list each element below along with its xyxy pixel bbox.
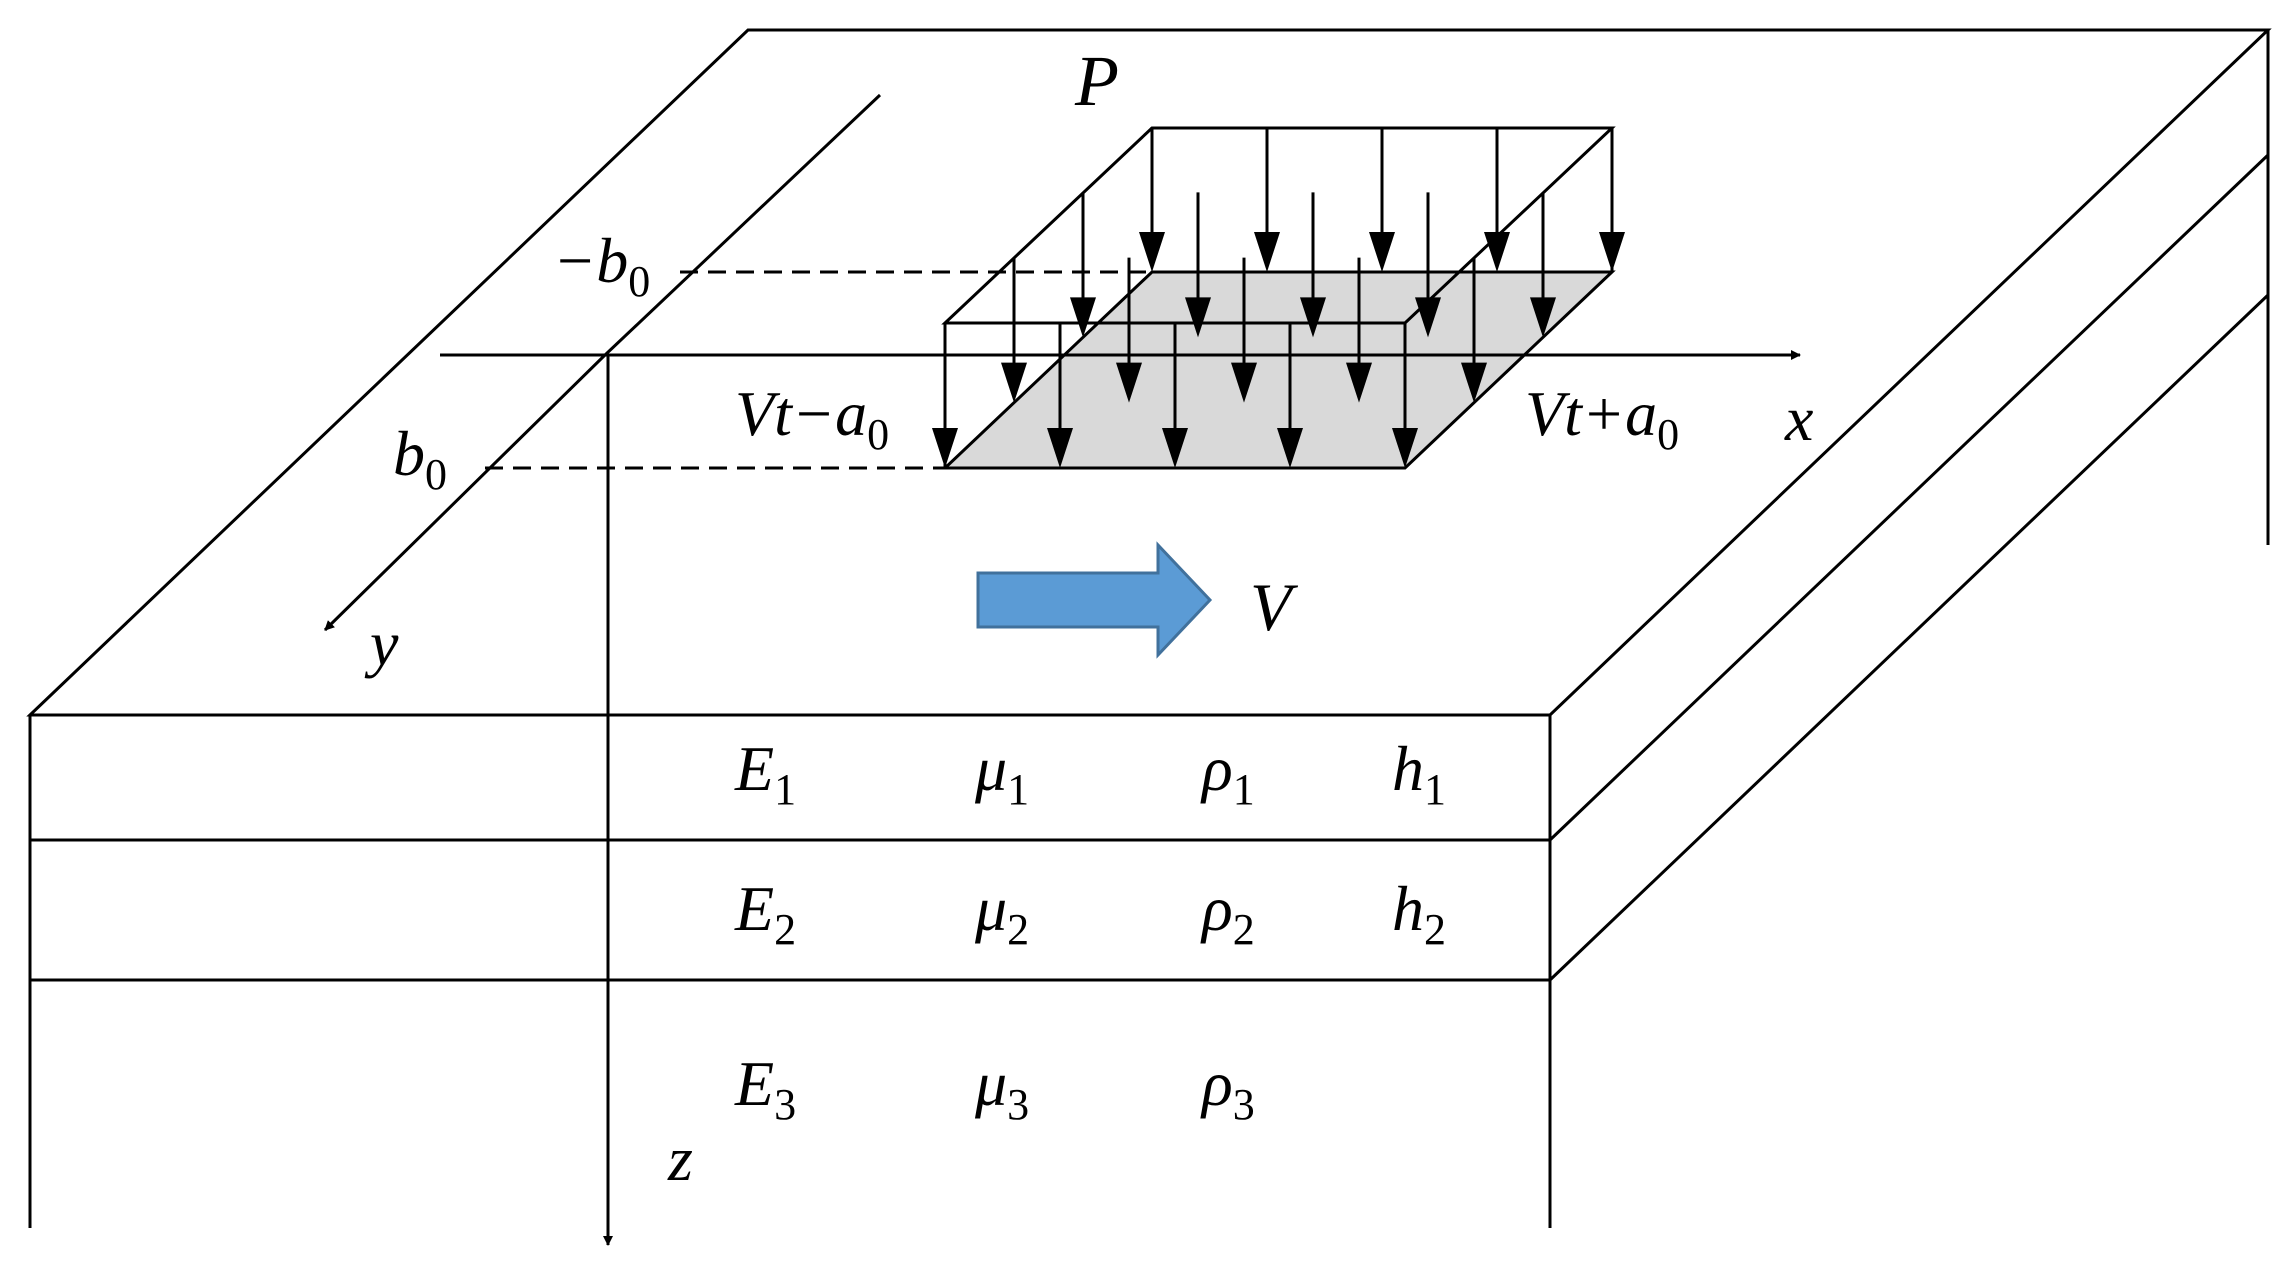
pressure-arrow-head (1185, 297, 1211, 338)
load-patch (941, 270, 1616, 470)
layer-3-properties: E3 μ3 ρ3 (734, 1048, 1255, 1129)
pressure-arrow-head (1346, 362, 1372, 403)
layer-3-E: E3 (734, 1048, 796, 1129)
layer-2-mu: μ2 (974, 873, 1029, 954)
layer-1-h: h1 (1392, 733, 1446, 814)
layer-3-rho: ρ3 (1200, 1048, 1255, 1129)
y-axis-ext (603, 93, 882, 357)
load-label: P (1074, 41, 1119, 121)
layer-1-rho: ρ1 (1200, 733, 1255, 814)
pressure-arrow-head (1300, 297, 1326, 338)
label-right-edge: Vt+a0 (1525, 378, 1679, 459)
pressure-arrow-head (1070, 297, 1096, 338)
pressure-arrow-head (1484, 232, 1510, 272)
pressure-arrow-head (1001, 362, 1027, 403)
pressure-arrow-head (1139, 232, 1165, 272)
z-axis-label: z (667, 1123, 693, 1194)
pressure-arrows (932, 127, 1625, 468)
pressure-arrow-head (1415, 297, 1441, 338)
velocity-label: V (1250, 569, 1299, 645)
pressure-arrow-head (1162, 428, 1188, 468)
velocity-arrow (976, 541, 1213, 659)
pressure-arrow-head (932, 428, 958, 468)
label-minus-b0: −b0 (553, 225, 650, 306)
pressure-arrow-head (1392, 428, 1418, 468)
y-axis-label: y (364, 608, 399, 679)
x-axis-label: x (1784, 383, 1813, 454)
layer-2-E: E2 (734, 873, 796, 954)
layer-1-E: E1 (734, 733, 796, 814)
layer-2-rho: ρ2 (1200, 873, 1255, 954)
y-axis (323, 353, 607, 632)
pressure-arrow-head (1047, 428, 1073, 468)
right-face (1548, 30, 2270, 982)
layer-2-properties: E2 μ2 ρ2 h2 (734, 873, 1446, 954)
pressure-arrow-head (1231, 362, 1257, 403)
layer-2-h: h2 (1392, 873, 1446, 954)
pressure-arrow-head (1116, 362, 1142, 403)
pressure-arrow-head (1530, 297, 1556, 338)
pressure-arrow-head (1461, 362, 1487, 403)
label-b0: b0 (393, 418, 447, 499)
pressure-arrow-head (1599, 232, 1625, 272)
label-left-edge: Vt−a0 (735, 378, 889, 459)
layer-1-properties: E1 μ1 ρ1 h1 (734, 733, 1446, 814)
pressure-arrow-head (1369, 232, 1395, 272)
pressure-arrow-head (1277, 428, 1303, 468)
layer-3-mu: μ3 (974, 1048, 1029, 1129)
layer-1-mu: μ1 (974, 733, 1029, 814)
front-face (28, 713, 1552, 1228)
pressure-arrow-head (1254, 232, 1280, 272)
